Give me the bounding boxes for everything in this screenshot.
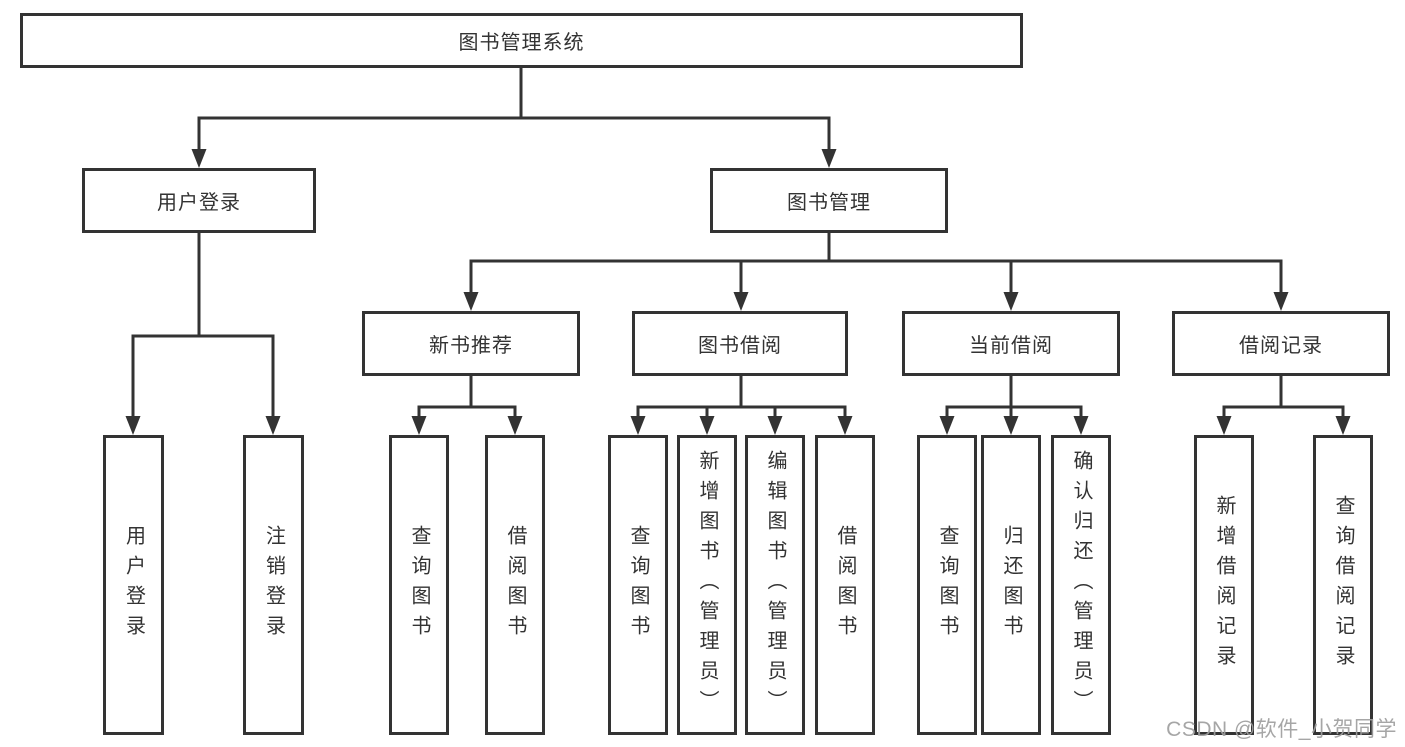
- leaf-query-books-borrowing: 查询图书: [608, 435, 668, 735]
- leaf-confirm-return-admin-label: 确认归还（管理员）: [1070, 450, 1092, 720]
- leaf-return-books: 归还图书: [981, 435, 1041, 735]
- edge-bookborrow-to-leaves: [636, 376, 847, 418]
- edge-currentborrow-to-leaves: [945, 376, 1083, 418]
- node-root-system: 图书管理系统: [20, 13, 1023, 68]
- leaf-query-books-current: 查询图书: [917, 435, 977, 735]
- leaf-edit-books-admin: 编辑图书（管理员）: [745, 435, 805, 735]
- node-book-borrowing-label: 图书借阅: [698, 335, 782, 357]
- edge-bookmgmt-to-level3: [469, 233, 1283, 294]
- node-book-management: 图书管理: [710, 168, 948, 233]
- node-current-borrowing-label: 当前借阅: [969, 335, 1053, 357]
- node-root-label: 图书管理系统: [458, 32, 585, 54]
- leaf-add-books-admin: 新增图书（管理员）: [677, 435, 737, 735]
- edge-newbook-to-leaves: [417, 376, 517, 418]
- leaf-query-borrow-record: 查询借阅记录: [1313, 435, 1373, 735]
- leaf-user-login-label: 用户登录: [122, 525, 145, 645]
- edge-root-to-level2: [197, 68, 831, 151]
- leaf-query-borrow-record-label: 查询借阅记录: [1332, 495, 1354, 675]
- csdn-watermark: CSDN @软件_小贺同学: [1166, 718, 1397, 741]
- leaf-borrow-books-recommend: 借阅图书: [485, 435, 545, 735]
- leaf-query-books-recommend-label: 查询图书: [408, 525, 430, 645]
- node-new-book-recommend: 新书推荐: [362, 311, 580, 376]
- node-user-login: 用户登录: [82, 168, 316, 233]
- leaf-logout-label: 注销登录: [262, 525, 285, 645]
- leaf-query-books-borrowing-label: 查询图书: [627, 525, 649, 645]
- node-user-login-label: 用户登录: [157, 192, 241, 214]
- leaf-add-borrow-record-label: 新增借阅记录: [1213, 495, 1235, 675]
- node-book-borrowing: 图书借阅: [632, 311, 848, 376]
- leaf-logout: 注销登录: [243, 435, 304, 735]
- leaf-confirm-return-admin: 确认归还（管理员）: [1051, 435, 1111, 735]
- node-borrowing-records-label: 借阅记录: [1239, 335, 1323, 357]
- node-current-borrowing: 当前借阅: [902, 311, 1120, 376]
- leaf-add-borrow-record: 新增借阅记录: [1194, 435, 1254, 735]
- node-borrowing-records: 借阅记录: [1172, 311, 1390, 376]
- node-new-book-recommend-label: 新书推荐: [429, 335, 513, 357]
- leaf-edit-books-admin-label: 编辑图书（管理员）: [764, 450, 786, 720]
- leaf-borrow-books-recommend-label: 借阅图书: [504, 525, 526, 645]
- arrowheads: [125, 149, 1351, 435]
- leaf-query-books-current-label: 查询图书: [936, 525, 958, 645]
- leaf-borrow-books-label: 借阅图书: [834, 525, 856, 645]
- leaf-return-books-label: 归还图书: [1000, 525, 1022, 645]
- node-book-management-label: 图书管理: [787, 192, 871, 214]
- edge-records-to-leaves: [1222, 376, 1345, 418]
- leaf-query-books-recommend: 查询图书: [389, 435, 449, 735]
- leaf-borrow-books: 借阅图书: [815, 435, 875, 735]
- edge-userlogin-to-leaves: [131, 233, 275, 418]
- leaf-user-login: 用户登录: [103, 435, 164, 735]
- leaf-add-books-admin-label: 新增图书（管理员）: [696, 450, 718, 720]
